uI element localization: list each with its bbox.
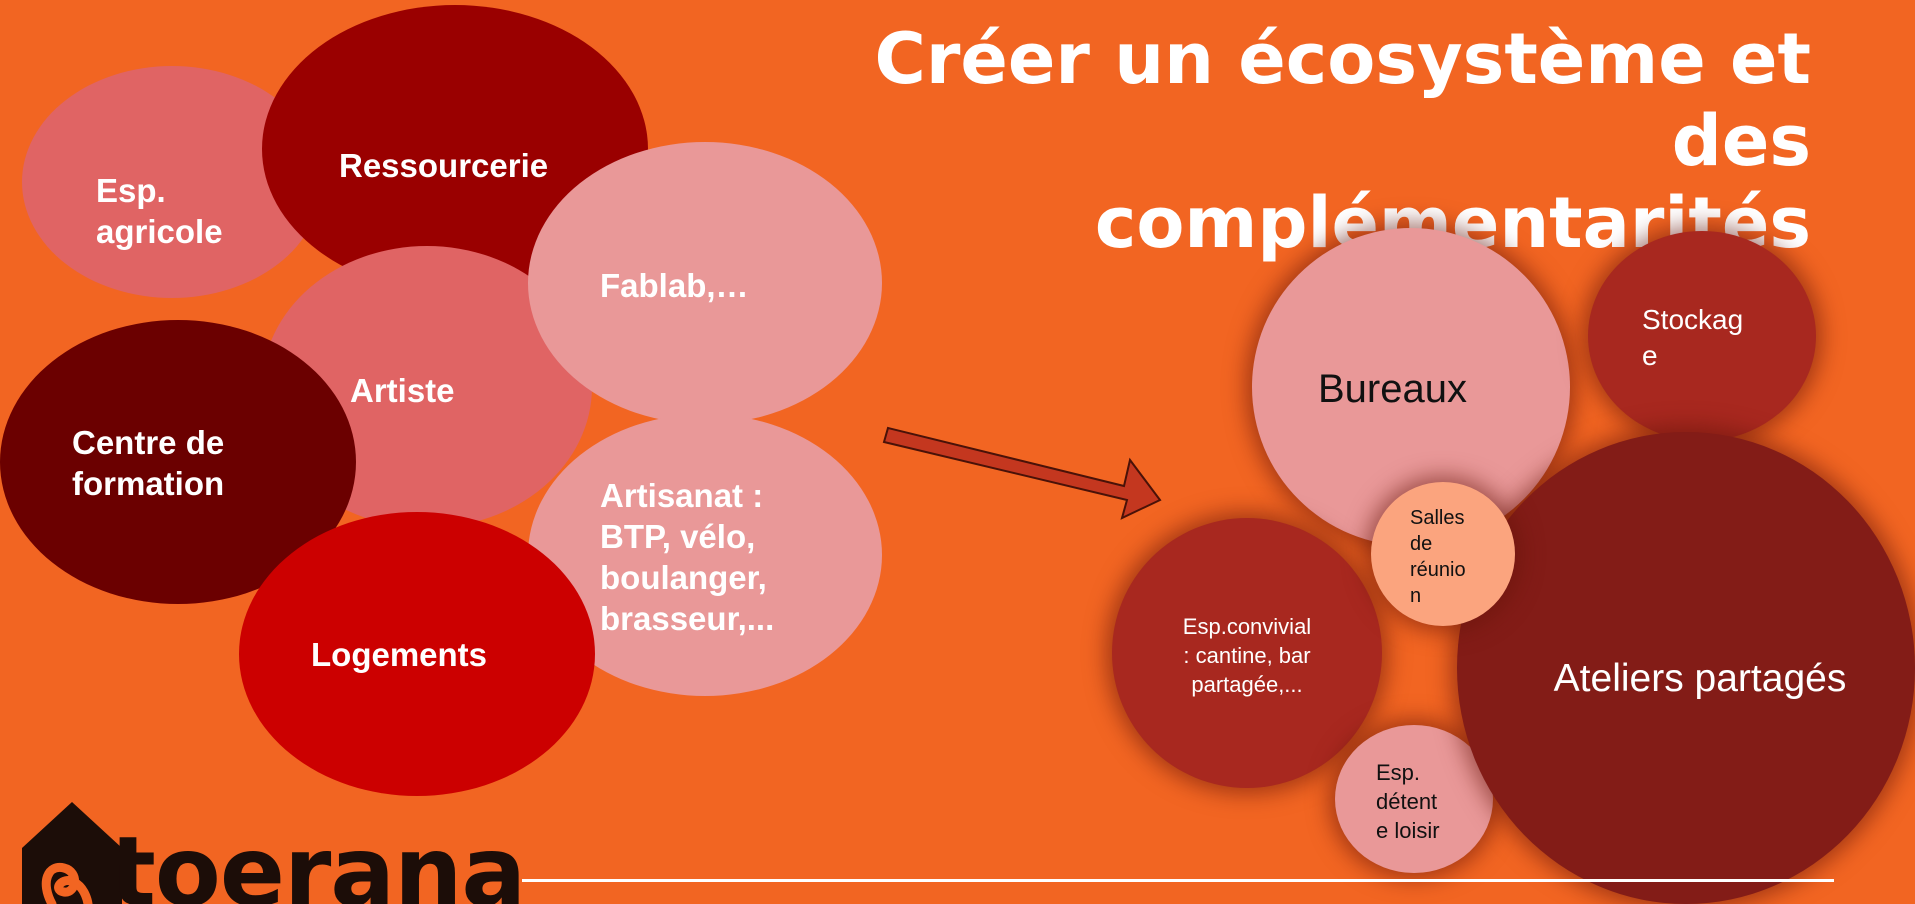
label-fablab: Fablab,… [600,267,749,304]
label-centre-formation: Centre de formation [72,424,225,502]
label-esp-agricole: Esp. agricole [96,172,223,250]
label-salles-reunion: Salles de réunio n [1410,507,1466,607]
logo-wordmark: toerana [110,816,526,904]
toerana-logo-icon [22,802,122,904]
title-line-1: Créer un écosystème et des [874,18,1811,182]
bubble-stockage [1588,231,1816,441]
label-ateliers-partages: Ateliers partagés [1553,657,1847,700]
footer-rule [522,879,1834,882]
label-artiste: Artiste [350,372,455,409]
bubble-salles-reunion [1371,482,1515,626]
label-stockage: Stockag e [1642,304,1744,371]
bubble-esp-detente [1335,725,1493,873]
blob-logements [239,512,595,796]
label-esp-convivial: Esp.convivial : cantine, bar partagée,..… [1182,614,1312,697]
label-logements: Logements [311,636,488,673]
label-artisanat: Artisanat : BTP, vélo, boulanger, brasse… [600,477,775,637]
blob-fablab [528,142,882,424]
label-bureaux: Bureaux [1318,367,1467,411]
slide-title: Créer un écosystème et des complémentari… [711,18,1811,264]
bubble-ateliers-partages [1457,432,1915,904]
label-ressourcerie: Ressourcerie [339,147,549,184]
label-esp-detente: Esp. détent e loisir [1376,760,1440,843]
bubble-esp-convivial [1112,518,1382,788]
arrow-right-icon [882,426,1162,520]
